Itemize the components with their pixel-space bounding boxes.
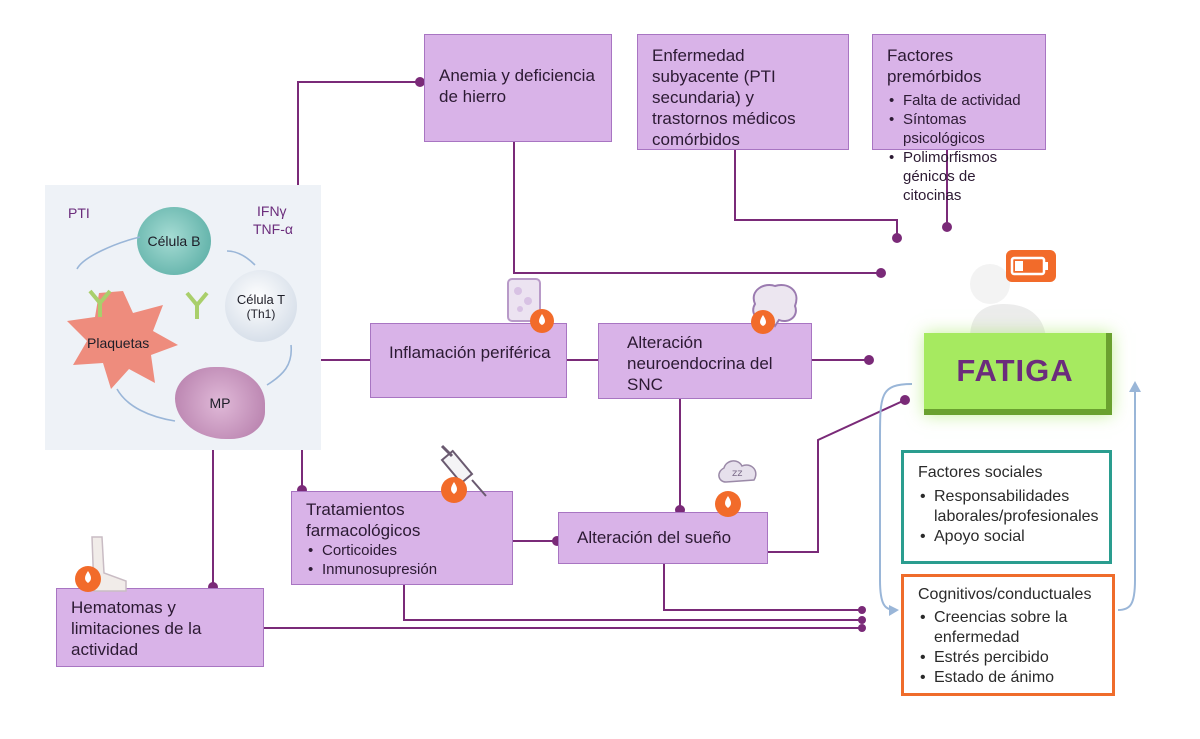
- macrophage: MP: [175, 367, 265, 439]
- fatiga-label: FATIGA: [956, 353, 1074, 388]
- tratamientos-list: Corticoides Inmunosupresión: [306, 541, 498, 579]
- sueno-text: Alteración del sueño: [577, 528, 732, 547]
- syringe-icon: [440, 444, 487, 503]
- tnf-label: TNF-α: [253, 221, 293, 237]
- neuroendocrina-box: Alteración neuroendocrina del SNC: [598, 323, 812, 399]
- factores-premorbidos-list: Falta de actividad Síntomas psicológicos…: [887, 91, 1031, 205]
- list-item: Corticoides: [306, 541, 498, 560]
- list-item: Estado de ánimo: [918, 668, 1098, 688]
- battery-low-icon: [1006, 250, 1056, 282]
- cycle-arrows: [76, 236, 292, 422]
- leg-icon: [75, 536, 127, 592]
- tratamientos-title: Tratamientos farmacológicos: [306, 500, 421, 540]
- list-item: Inmunosupresión: [306, 560, 498, 579]
- social-factors-title: Factores sociales: [918, 464, 1043, 481]
- factores-premorbidos-box: Factores premórbidos Falta de actividad …: [872, 34, 1046, 204]
- brain-icon: [751, 284, 798, 334]
- vessel-icon: [507, 278, 554, 333]
- cognitive-factors-list: Creencias sobre la enfermedad Estrés per…: [918, 608, 1098, 688]
- sleep-cloud-icon: zz: [715, 460, 757, 517]
- platelets-label: Plaquetas: [87, 335, 150, 351]
- enfermedad-box: Enfermedad subyacente (PTI secundaria) y…: [637, 34, 849, 150]
- tratamientos-box: Tratamientos farmacológicos Corticoides …: [291, 491, 513, 585]
- list-item: Apoyo social: [918, 527, 1095, 547]
- inflamacion-text: Inflamación periférica: [389, 343, 551, 362]
- svg-text:zz: zz: [732, 468, 743, 479]
- hematomas-box: Hematomas y limitaciones de la actividad: [56, 588, 264, 667]
- list-item: Estrés percibido: [918, 648, 1098, 668]
- cognitive-factors-title: Cognitivos/conductuales: [918, 586, 1092, 603]
- b-cell: Célula B: [137, 207, 211, 275]
- person-silhouette-icon: [970, 264, 1046, 338]
- antibody-icon: [88, 289, 209, 319]
- list-item: Creencias sobre la enfermedad: [918, 608, 1098, 648]
- list-item: Síntomas psicológicos: [887, 110, 1031, 148]
- ifn-label: IFNγ: [257, 203, 287, 219]
- platelets-icon: [67, 291, 178, 389]
- list-item: Falta de actividad: [887, 91, 1031, 110]
- list-item: Polimorfismos génicos de citocinas: [887, 148, 1031, 205]
- anemia-text: Anemia y deficiencia de hierro: [439, 66, 595, 106]
- immune-panel: PTI IFNγ TNF-α Célula B Célula T (Th1) P…: [45, 185, 321, 450]
- social-factors-list: Responsabilidades laborales/profesionale…: [918, 487, 1099, 547]
- neuroendocrina-text: Alteración neuroendocrina del SNC: [627, 333, 773, 394]
- t-cell-label: Célula T: [236, 291, 286, 307]
- hematomas-text: Hematomas y limitaciones de la actividad: [71, 598, 202, 659]
- inflamacion-box: Inflamación periférica: [370, 323, 567, 398]
- fatiga-box: FATIGA: [924, 333, 1112, 415]
- sueno-box: Alteración del sueño: [558, 512, 768, 564]
- pti-label: PTI: [68, 205, 90, 221]
- t-cell-sublabel: (Th1): [246, 306, 276, 321]
- enfermedad-text: Enfermedad subyacente (PTI secundaria) y…: [652, 46, 796, 149]
- social-factors-box: Factores sociales Responsabilidades labo…: [901, 450, 1112, 564]
- macrophage-label: MP: [209, 395, 231, 411]
- anemia-box: Anemia y deficiencia de hierro: [424, 34, 612, 142]
- b-cell-label: Célula B: [147, 233, 201, 249]
- cognitive-factors-box: Cognitivos/conductuales Creencias sobre …: [901, 574, 1115, 696]
- t-cell: Célula T (Th1): [225, 270, 297, 342]
- list-item: Responsabilidades laborales/profesionale…: [918, 487, 1099, 527]
- factores-premorbidos-title: Factores premórbidos: [887, 46, 982, 86]
